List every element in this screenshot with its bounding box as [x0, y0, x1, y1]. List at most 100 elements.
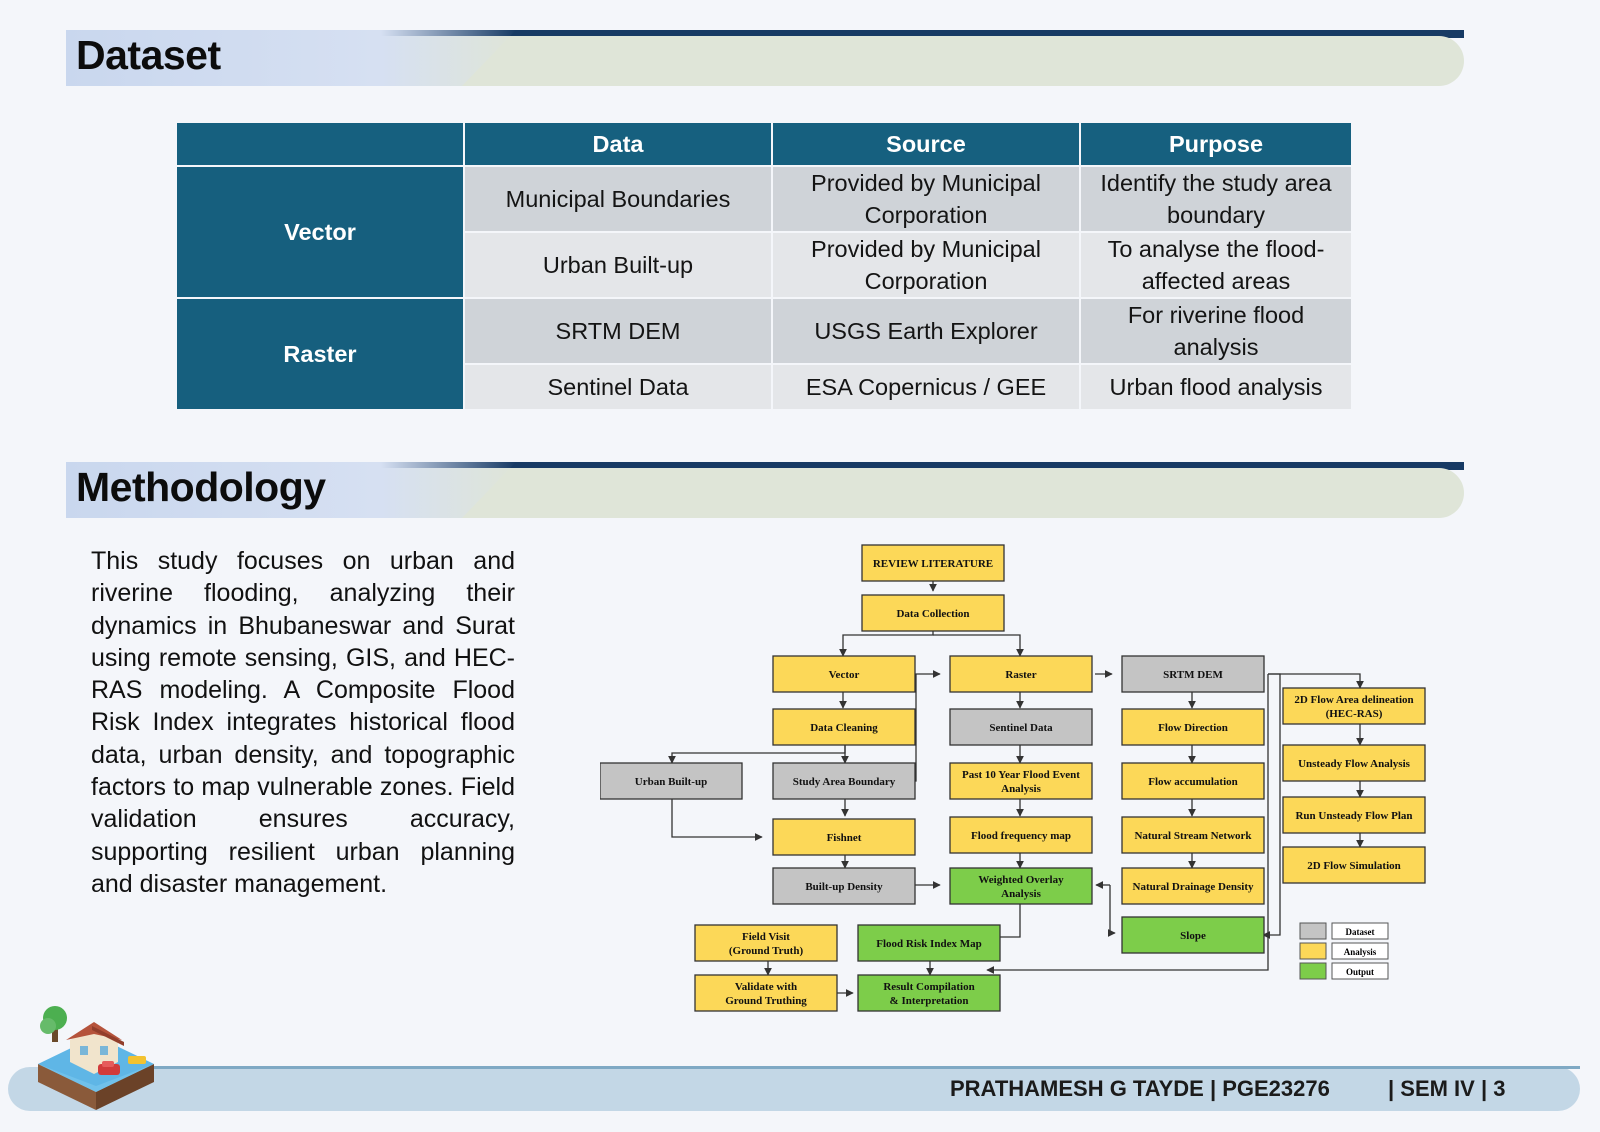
label-past10-line2: Analysis	[1001, 783, 1041, 795]
node-sentinel-data	[949, 708, 1093, 746]
footer-author: PRATHAMESH G TAYDE | PGE23276	[950, 1076, 1330, 1101]
source-cell: Provided by Municipal Corporation	[771, 165, 1081, 233]
label-flowdir: Flow Direction	[1158, 722, 1228, 734]
label-validate-line2: Ground Truthing	[725, 995, 807, 1007]
node-builtup-density	[772, 867, 916, 905]
data-cell: SRTM DEM	[463, 297, 773, 365]
data-cell: Urban Built-up	[463, 231, 773, 299]
dataset-table: Data Source Purpose Vector Municipal Bou…	[175, 121, 1353, 411]
dataset-title: Dataset	[76, 32, 221, 78]
node-natural-drainage-density	[1121, 867, 1265, 905]
node-weighted-overlay	[949, 867, 1093, 905]
purpose-cell: Urban flood analysis	[1079, 363, 1353, 411]
legend-label-analysis: Analysis	[1344, 947, 1377, 957]
node-flood-risk-index-map	[857, 924, 1001, 962]
node-slope	[1121, 916, 1265, 954]
flow-nodes	[600, 544, 1426, 1012]
table-header-row: Data Source Purpose	[175, 121, 1353, 167]
purpose-cell: For riverine flood analysis	[1079, 297, 1353, 365]
node-review-literature	[861, 544, 1005, 582]
node-flood-frequency-map	[949, 816, 1093, 854]
node-result-compilation	[857, 974, 1001, 1012]
data-cell: Sentinel Data	[463, 363, 773, 411]
legend-swatch-analysis	[1299, 942, 1327, 960]
table-row: Raster SRTM DEM USGS Earth Explorer For …	[175, 297, 1353, 411]
table-row: Urban Built-up Provided by Municipal Cor…	[176, 231, 1353, 299]
methodology-paragraph: This study focuses on urban and riverine…	[91, 547, 515, 898]
methodology-header: Methodology	[66, 462, 1464, 518]
category-cell: Raster	[175, 297, 465, 411]
footer-sem: | SEM IV | 3	[1388, 1076, 1506, 1101]
legend-swatch-dataset	[1299, 922, 1327, 940]
node-unsteady-flow-analysis	[1282, 744, 1426, 782]
label-cleaning: Data Cleaning	[810, 722, 878, 734]
label-collection: Data Collection	[896, 608, 969, 620]
label-sim2d: 2D Flow Simulation	[1307, 860, 1401, 872]
label-result-line2: & Interpretation	[890, 995, 969, 1007]
purpose-cell: Identify the study area boundary	[1079, 165, 1353, 233]
label-field-line1: Field Visit	[742, 931, 790, 943]
label-overlay-line2: Analysis	[1001, 888, 1041, 900]
flow-labels: REVIEW LITERATURE Data Collection Vector…	[635, 558, 1414, 1007]
node-data-cleaning	[772, 708, 916, 746]
label-field-line2: (Ground Truth)	[729, 945, 804, 957]
source-cell: ESA Copernicus / GEE	[771, 363, 1081, 411]
label-srtm: SRTM DEM	[1163, 669, 1223, 681]
label-raster: Raster	[1005, 669, 1036, 681]
legend-box-dataset	[1331, 922, 1389, 940]
footer-bar	[8, 1067, 1580, 1111]
label-riskmap: Flood Risk Index Map	[876, 938, 981, 950]
node-natural-stream-network	[1121, 816, 1265, 854]
label-fishnet: Fishnet	[827, 832, 862, 844]
node-run-unsteady-flow-plan	[1282, 796, 1426, 834]
node-past-10-year	[949, 762, 1093, 800]
header-line	[66, 30, 1464, 38]
purpose-cell: To analyse the flood-affected areas	[1079, 231, 1353, 299]
label-builtup: Urban Built-up	[635, 776, 707, 788]
label-drainage: Natural Drainage Density	[1133, 881, 1254, 893]
dataset-header: Dataset	[66, 30, 1464, 86]
label-unsteady: Unsteady Flow Analysis	[1298, 758, 1411, 770]
node-2d-flow-simulation	[1282, 846, 1426, 884]
label-review: REVIEW LITERATURE	[873, 558, 993, 570]
node-flow-accumulation	[1121, 762, 1265, 800]
node-study-area-boundary	[772, 762, 916, 800]
legend-swatch-output	[1299, 962, 1327, 980]
label-past10-line1: Past 10 Year Flood Event	[962, 769, 1080, 781]
header-cell-data: Data	[463, 121, 773, 167]
node-field-visit	[694, 924, 838, 962]
methodology-title: Methodology	[76, 464, 326, 510]
header-tab	[66, 462, 516, 518]
footer-line	[150, 1066, 1580, 1069]
table-row: Sentinel Data ESA Copernicus / GEE Urban…	[176, 363, 1353, 411]
label-area2d-line2: (HEC-RAS)	[1326, 708, 1383, 720]
legend-label-dataset: Dataset	[1346, 927, 1375, 937]
methodology-flowchart: REVIEW LITERATURE Data Collection Vector…	[600, 544, 1426, 1012]
legend-label-output: Output	[1346, 967, 1374, 977]
header-tab	[66, 30, 516, 86]
flow-legend: Dataset Analysis Output	[1299, 922, 1389, 980]
node-urban-builtup	[600, 762, 743, 800]
label-studyarea: Study Area Boundary	[793, 776, 896, 788]
table-row: Vector Municipal Boundaries Provided by …	[175, 165, 1353, 299]
label-density: Built-up Density	[805, 881, 883, 893]
label-sentinel: Sentinel Data	[989, 722, 1053, 734]
header-cell-purpose: Purpose	[1079, 121, 1353, 167]
category-cell: Vector	[175, 165, 465, 299]
label-overlay-line1: Weighted Overlay	[978, 874, 1064, 886]
label-validate-line1: Validate with	[735, 981, 797, 993]
node-fishnet	[772, 818, 916, 856]
header-cell-source: Source	[771, 121, 1081, 167]
label-freqmap: Flood frequency map	[971, 830, 1071, 842]
node-flow-direction	[1121, 708, 1265, 746]
flooded-house-icon	[38, 1006, 154, 1110]
label-runplan: Run Unsteady Flow Plan	[1295, 810, 1412, 822]
label-area2d-line1: 2D Flow Area delineation	[1294, 694, 1413, 706]
node-validate	[694, 974, 838, 1012]
label-stream: Natural Stream Network	[1134, 830, 1252, 842]
label-flowacc: Flow accumulation	[1148, 776, 1238, 788]
node-raster	[949, 655, 1093, 693]
header-line	[66, 462, 1464, 470]
label-result-line1: Result Compilation	[883, 981, 974, 993]
source-cell: USGS Earth Explorer	[771, 297, 1081, 365]
